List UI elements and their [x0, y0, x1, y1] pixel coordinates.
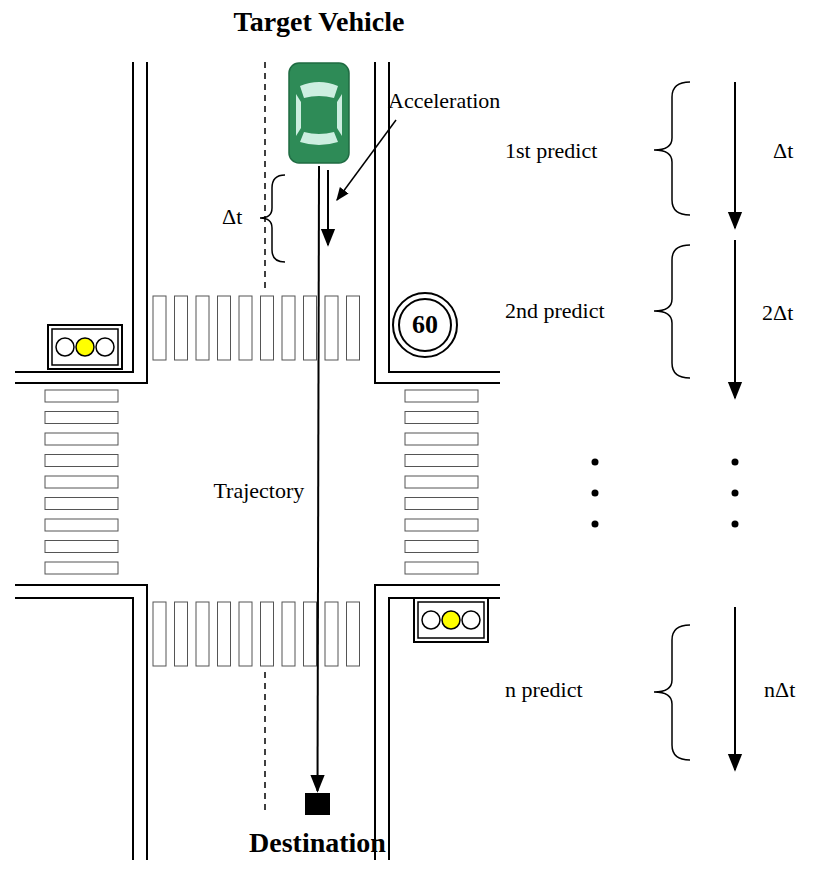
time-step-label: Δt: [222, 204, 242, 229]
time-arrows: [328, 82, 735, 770]
crosswalk-stripe: [175, 602, 188, 666]
crosswalk-stripe: [405, 519, 478, 531]
time-step-label: nΔt: [764, 677, 795, 702]
traffic-light: [414, 598, 488, 642]
crosswalk-stripe: [405, 541, 478, 553]
crosswalk-stripe: [45, 433, 118, 445]
crosswalk-stripe: [153, 296, 166, 360]
crosswalk-stripe: [218, 296, 231, 360]
crosswalk-stripe: [405, 498, 478, 510]
crosswalk-stripe: [45, 455, 118, 467]
crosswalk-stripe: [347, 296, 360, 360]
crosswalk-stripe: [282, 602, 295, 666]
trajectory-arrow: [318, 166, 320, 791]
crosswalk-stripe: [175, 296, 188, 360]
crosswalk-stripe: [261, 296, 274, 360]
crosswalk-stripe: [45, 541, 118, 553]
traffic-light: [48, 325, 122, 369]
destination-marker-outline: [305, 793, 330, 815]
prediction-label: n predict: [505, 677, 583, 702]
crosswalk-stripe: [45, 498, 118, 510]
edge-label: Trajectory: [211, 478, 306, 503]
node-label: Destination: [249, 827, 386, 859]
crosswalk-stripe: [405, 412, 478, 424]
crosswalk-stripe: [45, 476, 118, 488]
time-step-label: Δt: [773, 138, 793, 163]
node-label: Target Vehicle: [234, 6, 405, 38]
prediction-label: 2nd predict: [505, 298, 605, 323]
crosswalk-stripe: [218, 602, 231, 666]
callout-label: Acceleration: [388, 88, 500, 113]
crosswalk-stripe: [405, 476, 478, 488]
crosswalk-stripe: [153, 602, 166, 666]
road-curbs: [15, 62, 500, 860]
crosswalk-stripe: [347, 602, 360, 666]
crosswalk-stripe: [405, 562, 478, 574]
crosswalk-stripe: [45, 562, 118, 574]
crosswalk-stripe: [196, 296, 209, 360]
crosswalk-stripe: [239, 602, 252, 666]
crosswalk-stripe: [405, 455, 478, 467]
ellipsis-dots: [592, 459, 739, 528]
target-vehicle-outline: [288, 62, 350, 164]
crosswalk-stripe: [261, 602, 274, 666]
crosswalk-stripe: [45, 412, 118, 424]
crosswalk-stripe: [196, 602, 209, 666]
time-step-label: 2Δt: [762, 300, 793, 325]
crosswalk-stripe: [239, 296, 252, 360]
prediction-label: 1st predict: [505, 138, 597, 163]
time-braces: [260, 82, 690, 760]
target-vehicle: Target Vehicle: [288, 62, 350, 164]
crosswalk-stripe: [45, 519, 118, 531]
node-label: 60: [412, 310, 438, 340]
crosswalk-stripe: [405, 433, 478, 445]
destination-marker: Destination: [305, 793, 330, 815]
crosswalk-stripe: [282, 296, 295, 360]
speed-limit-sign: 60: [392, 292, 458, 358]
crosswalk-stripe: [304, 296, 317, 360]
crosswalk-stripe: [304, 602, 317, 666]
crosswalk-stripe: [45, 390, 118, 402]
lane-dividers: [264, 62, 266, 815]
crosswalk-stripe: [405, 390, 478, 402]
crosswalk-stripe: [325, 602, 338, 666]
crosswalk-stripe: [325, 296, 338, 360]
